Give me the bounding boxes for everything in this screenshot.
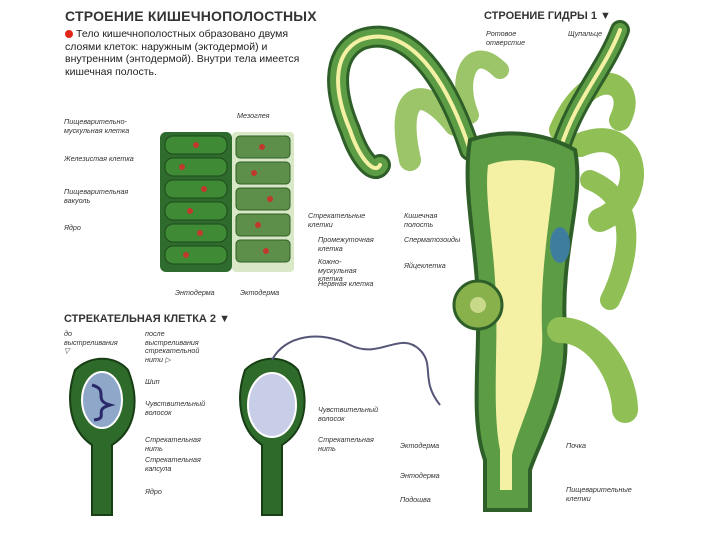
label-capsule: Стрекательная капсула [145, 455, 201, 473]
label-after: после выстреливания стрекательной нити ▷ [145, 329, 200, 364]
label-hydra-endoderm: Энтодерма [400, 471, 440, 480]
label-hair: Чувствительный волосок [145, 399, 206, 417]
label-digestive-cells: Пищеварительные клетки [566, 485, 632, 503]
label-digestive-muscle: Пищеварительно-мускульная клетка [64, 117, 130, 135]
hydra-bud [547, 317, 638, 423]
label-mouth: Ротовое отверстие [486, 29, 526, 47]
hydra-gut-cavity [487, 160, 555, 490]
hydra-tentacle-back-mid [455, 50, 509, 124]
label-spermatozoa: Сперматозоиды [404, 235, 461, 244]
label-ectoderm: Эктодерма [240, 288, 280, 297]
label-intermediate: Промежуточная клетка [318, 235, 374, 253]
cell-section-title: СТРЕКАТЕЛЬНАЯ КЛЕТКА 2 ▼ [64, 313, 230, 325]
hydra-section-title: СТРОЕНИЕ ГИДРЫ 1 ▼ [484, 10, 611, 22]
label-hair-2: Чувствительный волосок [318, 405, 379, 423]
triangle-down-icon: ▽ [64, 346, 70, 355]
triangle-right-icon: ▷ [164, 354, 171, 364]
hydra-spermary [550, 227, 570, 263]
tissue-illustration [160, 132, 294, 272]
stinging-thread [271, 335, 441, 406]
stinging-cell-after [239, 335, 441, 516]
label-thread: Стрекательная нить [145, 435, 201, 453]
label-cell-nucleus: Ядро [145, 487, 162, 496]
page-title: СТРОЕНИЕ КИШЕЧНОПОЛОСТНЫХ [65, 8, 317, 24]
intro-text: Тело кишечнополостных образовано двумя с… [65, 28, 300, 78]
label-gut-cavity: Кишечная полость [404, 211, 438, 229]
label-before: до выстреливания ▽ [64, 329, 118, 355]
stinging-cell-before [69, 357, 136, 516]
label-nerve: Нервная клетка [318, 279, 374, 288]
label-egg: Яйцеклетка [404, 261, 446, 270]
label-sole: Подошва [400, 495, 431, 504]
label-hydra-ectoderm: Эктодерма [400, 441, 440, 450]
label-bud: Почка [566, 441, 586, 450]
hydra-illustration [327, 20, 644, 512]
label-mesoglea: Мезоглея [237, 111, 270, 120]
label-spike: Шип [145, 377, 160, 386]
hydra-section-number: 1 ▼ [590, 10, 611, 22]
label-endoderm: Энтодерма [175, 288, 215, 297]
cell-section-number: 2 ▼ [209, 313, 230, 325]
label-nucleus: Ядро [64, 223, 81, 232]
label-tentacle: Щупальце [568, 29, 603, 38]
label-stinging-cells: Стрекательные клетки [308, 211, 366, 229]
label-thread-2: Стрекательная нить [318, 435, 374, 453]
label-digestive-vacuole: Пищеварительная вакуоль [64, 187, 129, 205]
bullet-icon [65, 30, 73, 38]
hydra-tentacle-back-right3 [580, 170, 637, 310]
label-glandular: Железистая клетка [64, 154, 134, 163]
label-skin-muscle: Кожно-мускульная клетка [318, 257, 357, 283]
